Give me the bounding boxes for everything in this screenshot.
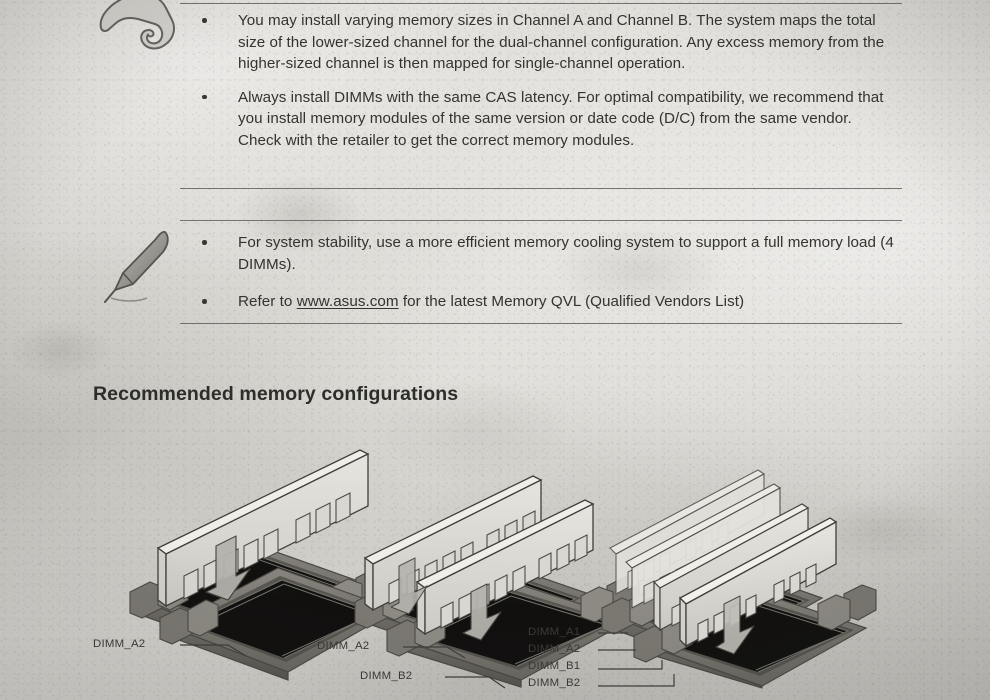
dimm-label: DIMM_A2 [93, 638, 146, 650]
dimm-label: DIMM_A2 [528, 643, 581, 655]
dimm-slot-front [386, 576, 640, 688]
bullet-dot-icon [202, 299, 207, 304]
note-bullet-text: For system stability, use a more efficie… [238, 234, 894, 273]
note-block-2-body: For system stability, use a more efficie… [190, 232, 896, 321]
dimm-label: DIMM_B2 [360, 670, 413, 682]
diagram-four-dimm: DIMM_A1 DIMM_A2 DIMM_B1 DIMM_B2 [528, 440, 908, 689]
leader-line [598, 660, 663, 670]
note-rule-middle-a [180, 188, 902, 189]
quill-pen-icon [103, 226, 179, 308]
note-rule-top [180, 3, 902, 4]
leader-line [445, 676, 506, 689]
bullet-dot-icon [202, 18, 207, 23]
bullet-dot-icon [202, 240, 207, 245]
bullet-dot-icon [202, 94, 207, 99]
note-bullet-text: You may install varying memory sizes in … [238, 12, 885, 72]
page-title: Recommended memory configurations [93, 383, 459, 405]
diagram-one-dimm: DIMM_A2 [93, 449, 398, 681]
note-bullet-text: Always install DIMMs with the same CAS l… [238, 88, 884, 149]
note-block-1-body: You may install varying memory sizes in … [190, 10, 896, 159]
insertion-arrow-icon [715, 595, 755, 655]
dimm-slot-front [633, 584, 877, 689]
note-bullet: Always install DIMMs with the same CAS l… [190, 87, 896, 152]
dimm-slot-front [159, 567, 398, 681]
dimm-label: DIMM_B2 [528, 677, 581, 689]
leader-line [598, 649, 636, 651]
pointing-hand-icon [98, 0, 182, 70]
diagram-two-dimm: DIMM_A2 DIMM_B2 [317, 462, 645, 689]
note-bullet: For system stability, use a more efficie… [190, 232, 896, 275]
dimm-label: DIMM_A1 [528, 626, 581, 638]
dimm-label: DIMM_A2 [317, 640, 370, 652]
note-rule-bottom [180, 323, 902, 324]
insertion-arrow-icon [390, 557, 502, 641]
note-rule-middle-b [180, 220, 902, 221]
leader-line [598, 632, 628, 634]
leader-line [403, 646, 466, 659]
note-bullet: You may install varying memory sizes in … [190, 10, 896, 75]
leader-line [598, 674, 675, 687]
insertion-arrow-icon [205, 535, 251, 601]
note-bullet-prefix: Refer to [238, 293, 297, 310]
note-bullet: Refer to www.asus.com for the latest Mem… [190, 291, 896, 313]
leader-line [180, 644, 247, 657]
asus-website-link[interactable]: www.asus.com [296, 293, 399, 310]
note-bullet-suffix: for the latest Memory QVL (Qualified Ven… [398, 293, 745, 310]
dimm-label: DIMM_B1 [528, 660, 581, 672]
